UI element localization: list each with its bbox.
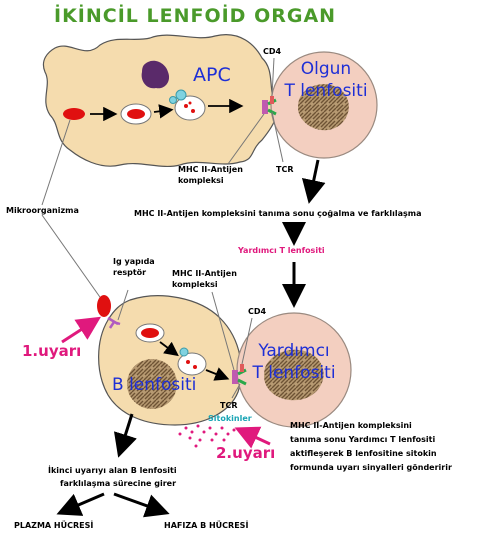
desc-line-2: tanıma sonu Yardımcı T lenfositi <box>290 435 436 444</box>
cd4-leader-top <box>271 57 275 97</box>
mikroorganizma-leader-1 <box>41 119 71 206</box>
mhc-label-top-2: kompleksi <box>178 176 224 185</box>
peptide-dot <box>184 104 188 108</box>
uyari2-arrow <box>234 426 271 449</box>
cd4-leader-mid <box>241 317 253 365</box>
b-nucleus <box>127 359 177 409</box>
peptide-dot <box>188 101 192 105</box>
yardimci-t-label: Yardımcı T lenfositi <box>238 246 325 255</box>
cd4-label-mid: CD4 <box>248 307 267 316</box>
peptide-dot <box>186 360 190 364</box>
ig-leader <box>117 289 129 321</box>
arrow-2 <box>153 104 174 119</box>
tcr-leader-mid <box>231 383 241 399</box>
mhc-label-mid-2: kompleksi <box>172 280 218 289</box>
yardimci-label-1: Yardımcı <box>258 341 330 361</box>
b-lysosome-vesicle <box>177 352 207 376</box>
arrow-plazma <box>56 492 105 516</box>
cytokine-dots <box>178 424 236 448</box>
microbe-free <box>63 108 85 120</box>
mhc-complex-top <box>262 100 268 114</box>
apc-lysosome-vesicle <box>174 95 206 121</box>
uyari1-label: 1.uyarı <box>22 342 82 360</box>
sitokinler-label: Sitokinler <box>208 414 252 423</box>
desc-line-4: formunda uyarı sinyalleri gönderirir <box>290 463 452 472</box>
mhc-vesicle <box>179 347 189 357</box>
yardimci-label-2: T lenfositi <box>252 363 336 383</box>
ikinci-line-2: farklılaşma sürecine girer <box>60 479 177 488</box>
recognition-label: MHC II-Antijen kompleksini tanıma sonu ç… <box>134 209 422 218</box>
uyari2-label: 2.uyarı <box>216 444 276 462</box>
mhc-label-top-1: MHC II-Antijen <box>178 165 243 174</box>
mikroorganizma-leader-2 <box>41 214 103 301</box>
arrow-hafiza <box>113 492 170 518</box>
b-arrow-1 <box>159 341 179 357</box>
ikinci-line-1: İkinci uyarıyı alan B lenfositi <box>48 466 177 475</box>
mikroorganizma-label: Mikroorganizma <box>6 206 79 215</box>
mhc-label-mid-1: MHC II-Antijen <box>172 269 237 278</box>
arrow-b-down <box>113 413 137 458</box>
ig-label-2: resptör <box>113 268 147 277</box>
mhc-leader-mid <box>211 291 235 371</box>
mhc-vesicle <box>169 96 177 104</box>
hafiza-label: HAFIZA B HÜCRESİ <box>164 521 249 530</box>
tcr-label-mid: TCR <box>220 401 238 410</box>
cd4-label-top: CD4 <box>263 47 282 56</box>
b-vesicle-microbe <box>141 328 159 338</box>
desc-line-1: MHC II-Antijen kompleksini <box>290 421 412 430</box>
tcr-leader-top <box>271 111 284 163</box>
ig-receptor <box>107 316 121 329</box>
mhc-complex-mid <box>232 370 238 384</box>
apc-label: APC <box>193 64 231 86</box>
peptide-dot <box>191 109 195 113</box>
peptide-dot <box>193 365 197 369</box>
cd4-mid <box>240 364 244 372</box>
uyari1-arrow <box>61 316 102 344</box>
helper-t-nucleus <box>264 349 324 401</box>
apc-cell <box>42 34 278 168</box>
mhc-vesicle <box>175 89 187 101</box>
cd4-top <box>270 96 274 104</box>
mhc-leader-top <box>227 113 265 165</box>
b-arrow-2 <box>205 367 230 381</box>
ig-label-1: Ig yapıda <box>113 257 155 266</box>
b-lenfositi-label: B lenfositi <box>112 375 197 395</box>
mature-t-nucleus <box>298 84 349 131</box>
plazma-label: PLAZMA HÜCRESİ <box>14 521 94 530</box>
apc-vesicle-microbe <box>127 109 145 119</box>
desc-line-3: aktifleşerek B lenfositine sitokin <box>290 449 437 458</box>
arrow-t-down-1 <box>301 159 326 204</box>
microbe-bound <box>97 295 111 317</box>
page-title: İKİNCİL LENFOİD ORGAN <box>54 5 337 27</box>
apc-nucleus <box>141 60 170 89</box>
tcr-label-top: TCR <box>276 165 294 174</box>
olgun-t-label-1: Olgun <box>300 59 352 79</box>
olgun-t-label-2: T lenfositi <box>284 81 368 101</box>
